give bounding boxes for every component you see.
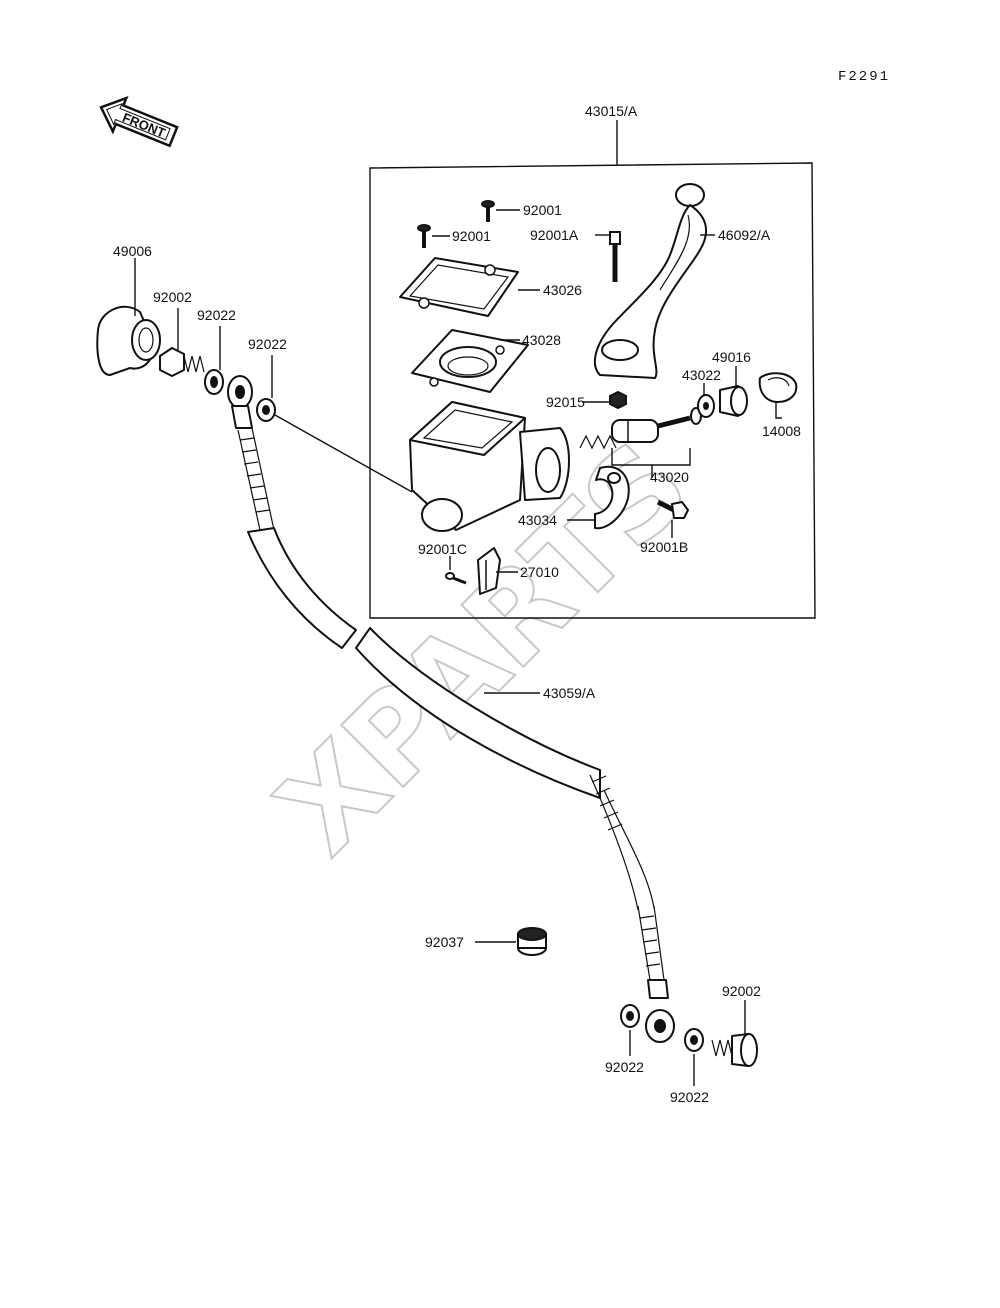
screw-92001C <box>445 572 467 585</box>
label-92037: 92037 <box>425 934 464 950</box>
clamp-43034 <box>594 465 630 530</box>
label-92022-bottom-2: 92022 <box>670 1089 709 1105</box>
master-cylinder-body <box>409 401 570 532</box>
holder-49006 <box>96 305 161 376</box>
label-49006: 49006 <box>113 243 152 259</box>
grommet-92037 <box>517 927 547 956</box>
label-43034: 43034 <box>518 512 557 528</box>
cover-14008 <box>758 372 798 403</box>
pivot-bolt-92001A <box>609 231 621 282</box>
brake-hose-43059A <box>227 375 675 1043</box>
label-43020: 43020 <box>650 469 689 485</box>
washer-92022-top-2 <box>256 398 276 422</box>
label-92002-top: 92002 <box>153 289 192 305</box>
front-arrow-icon: FRONT <box>99 95 179 148</box>
label-43028: 43028 <box>522 332 561 348</box>
banjo-bolt-92002-bottom <box>711 1033 758 1067</box>
label-92001B: 92001B <box>640 539 688 555</box>
label-92001-a: 92001 <box>523 202 562 218</box>
label-46092A: 46092/A <box>718 227 771 243</box>
label-92002-bottom: 92002 <box>722 983 761 999</box>
dust-boot-49016 <box>719 385 748 417</box>
switch-27010 <box>477 547 501 595</box>
washer-92022-bottom-1 <box>620 1004 640 1028</box>
label-49016: 49016 <box>712 349 751 365</box>
screw-92001-b <box>417 224 431 248</box>
nut-92015 <box>609 390 627 410</box>
label-92022-bottom-1: 92022 <box>605 1059 644 1075</box>
washer-92022-bottom-2 <box>684 1028 704 1052</box>
label-27010: 27010 <box>520 564 559 580</box>
brake-lever-46092A <box>593 183 708 379</box>
label-43015A: 43015/A <box>585 103 638 119</box>
diaphragm-43028 <box>411 329 529 393</box>
label-92001-b: 92001 <box>452 228 491 244</box>
banjo-bolt-92002-top <box>159 347 205 377</box>
washer-92022-top-1 <box>204 369 224 395</box>
label-92001A: 92001A <box>530 227 579 243</box>
label-92022-top-1: 92022 <box>197 307 236 323</box>
label-92022-top-2: 92022 <box>248 336 287 352</box>
label-14008: 14008 <box>762 423 801 439</box>
label-43059A: 43059/A <box>543 685 596 701</box>
label-43026: 43026 <box>543 282 582 298</box>
washer-43022 <box>697 394 715 418</box>
label-43022: 43022 <box>682 367 721 383</box>
bolt-92001B <box>656 499 689 519</box>
reservoir-cap-43026 <box>399 257 519 317</box>
screw-92001-a <box>481 200 495 222</box>
label-92015: 92015 <box>546 394 585 410</box>
diagram-code: F2291 <box>838 69 890 85</box>
label-92001C: 92001C <box>418 541 467 557</box>
